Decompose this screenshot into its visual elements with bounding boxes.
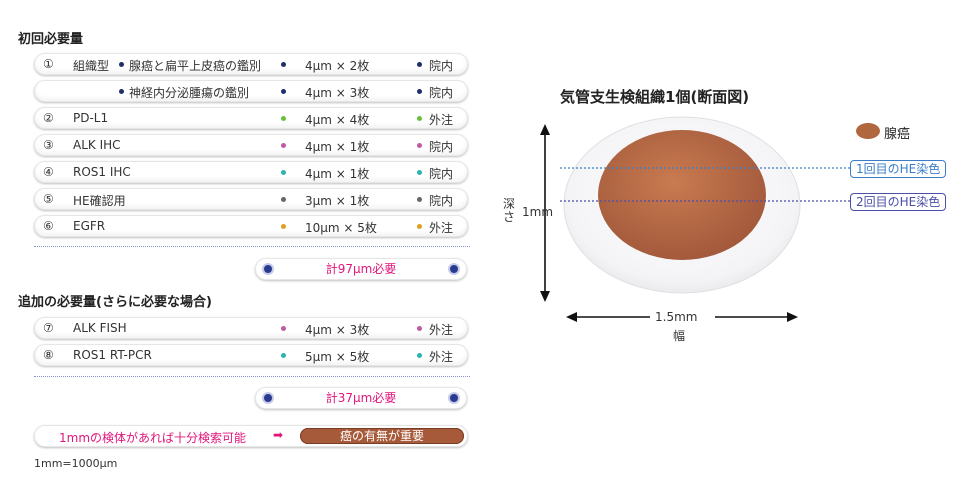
bullet-dot-icon [281,143,286,148]
bullet-dot-icon [281,89,286,94]
bullet-dot-icon [417,224,422,229]
row-number: ③ [43,138,54,152]
bullet-dot-icon [281,197,286,202]
bullet-dot-icon [281,170,286,175]
section-title-initial: 初回必要量 [18,32,84,47]
width-arrow-head-right [787,312,798,322]
bullet-icon [264,265,272,273]
requirement-row: ② PD-L1 4μm × 4枚 外注 [34,107,468,129]
bullet-dot-icon [281,224,286,229]
row-number: ⑦ [43,321,54,335]
requirement-row: ③ ALK IHC 4μm × 1枚 院内 [34,134,468,156]
row-number: ② [43,111,54,125]
slice-quantity: 10μm × 5枚 [305,221,377,235]
bullet-icon [450,394,458,402]
bullet-icon [450,265,458,273]
depth-arrow-head-bottom [540,291,550,302]
total-additional-text: 計37μm必要 [325,391,397,405]
conclusion-text: 1mmの検体があれば十分検索可能 [59,431,247,445]
legend-label: 腺癌 [884,127,911,142]
slice-quantity: 4μm × 2枚 [305,59,370,73]
requirement-row: 神経内分泌腫瘍の鑑別 4μm × 3枚 院内 [34,80,468,102]
slice-quantity: 4μm × 1枚 [305,140,370,154]
separator [34,246,470,247]
depth-value: 1mm [522,205,554,219]
requirement-row: ④ ROS1 IHC 4μm × 1枚 院内 [34,161,468,183]
requirement-row: ⑦ ALK FISH 4μm × 3枚 外注 [34,317,468,339]
bullet-dot-icon [417,326,422,331]
bullet-dot-icon [281,353,286,358]
bullet-dot-icon [281,62,286,67]
test-location: 外注 [429,323,454,337]
unit-footnote: 1mm=1000μm [34,457,118,470]
biopsy-cross-section-diagram [540,116,880,322]
bullet-dot-icon [417,116,422,121]
bullet-icon [264,394,272,402]
diagram-title: 気管支生検組織1個(断面図) [560,88,750,106]
slice-quantity: 3μm × 1枚 [305,194,370,208]
row-number: ⑧ [43,348,54,362]
arrow-right-icon: ➡ [273,428,284,442]
total-additional: 計37μm必要 [255,387,467,409]
separator [34,376,470,377]
bullet-dot-icon [119,62,124,67]
width-arrow-head-left [566,312,577,322]
test-name: 組織型 [73,59,110,73]
slice-quantity: 4μm × 3枚 [305,323,370,337]
bullet-dot-icon [417,89,422,94]
depth-label: 深さ [503,197,516,224]
conclusion-bar: 1mmの検体があれば十分検索可能 ➡ 癌の有無が重要 [34,425,468,447]
bullet-dot-icon [417,197,422,202]
requirement-row: ① 組織型 腺癌と扁平上皮癌の鑑別 4μm × 2枚 院内 [34,53,468,75]
slice-quantity: 4μm × 4枚 [305,113,370,127]
slice-quantity: 4μm × 3枚 [305,86,370,100]
row-number: ⑤ [43,192,54,206]
bullet-dot-icon [281,116,286,121]
section-title-additional: 追加の必要量(さらに必要な場合) [18,295,212,310]
test-location: 院内 [429,59,454,73]
total-initial: 計97μm必要 [255,258,467,280]
test-subtype: 神経内分泌腫瘍の鑑別 [129,86,250,100]
legend-swatch [856,123,880,139]
test-location: 外注 [429,350,454,364]
bullet-dot-icon [417,143,422,148]
test-name: ALK IHC [73,138,121,152]
width-label: 幅 [673,329,686,343]
test-location: 院内 [429,167,454,181]
test-name: ROS1 RT-PCR [73,348,152,362]
bullet-dot-icon [417,170,422,175]
width-value: 1.5mm [655,310,698,324]
test-name: PD-L1 [73,111,109,125]
row-number: ① [43,57,54,71]
test-location: 外注 [429,221,454,235]
requirement-row: ⑥ EGFR 10μm × 5枚 外注 [34,215,468,237]
tumor-ellipse [598,130,766,260]
bullet-dot-icon [119,89,124,94]
bullet-dot-icon [417,353,422,358]
test-location: 院内 [429,194,454,208]
test-name: HE確認用 [73,194,126,208]
test-location: 院内 [429,86,454,100]
row-number: ④ [43,165,54,179]
test-name: EGFR [73,219,106,233]
slice-quantity: 5μm × 5枚 [305,350,370,364]
test-location: 外注 [429,113,454,127]
slice-quantity: 4μm × 1枚 [305,167,370,181]
test-subtype: 腺癌と扁平上皮癌の鑑別 [129,59,262,73]
bullet-dot-icon [281,326,286,331]
requirement-row: ⑤ HE確認用 3μm × 1枚 院内 [34,188,468,210]
test-name: ALK FISH [73,321,127,335]
test-name: ROS1 IHC [73,165,131,179]
requirement-row: ⑧ ROS1 RT-PCR 5μm × 5枚 外注 [34,344,468,366]
depth-arrow-head-top [540,124,550,135]
he1-label: 1回目のHE染色 [850,160,947,178]
conclusion-highlight: 癌の有無が重要 [300,428,464,444]
total-initial-text: 計97μm必要 [325,262,397,276]
test-location: 院内 [429,140,454,154]
bullet-dot-icon [417,62,422,67]
he2-label: 2回目のHE染色 [850,193,947,211]
row-number: ⑥ [43,219,54,233]
